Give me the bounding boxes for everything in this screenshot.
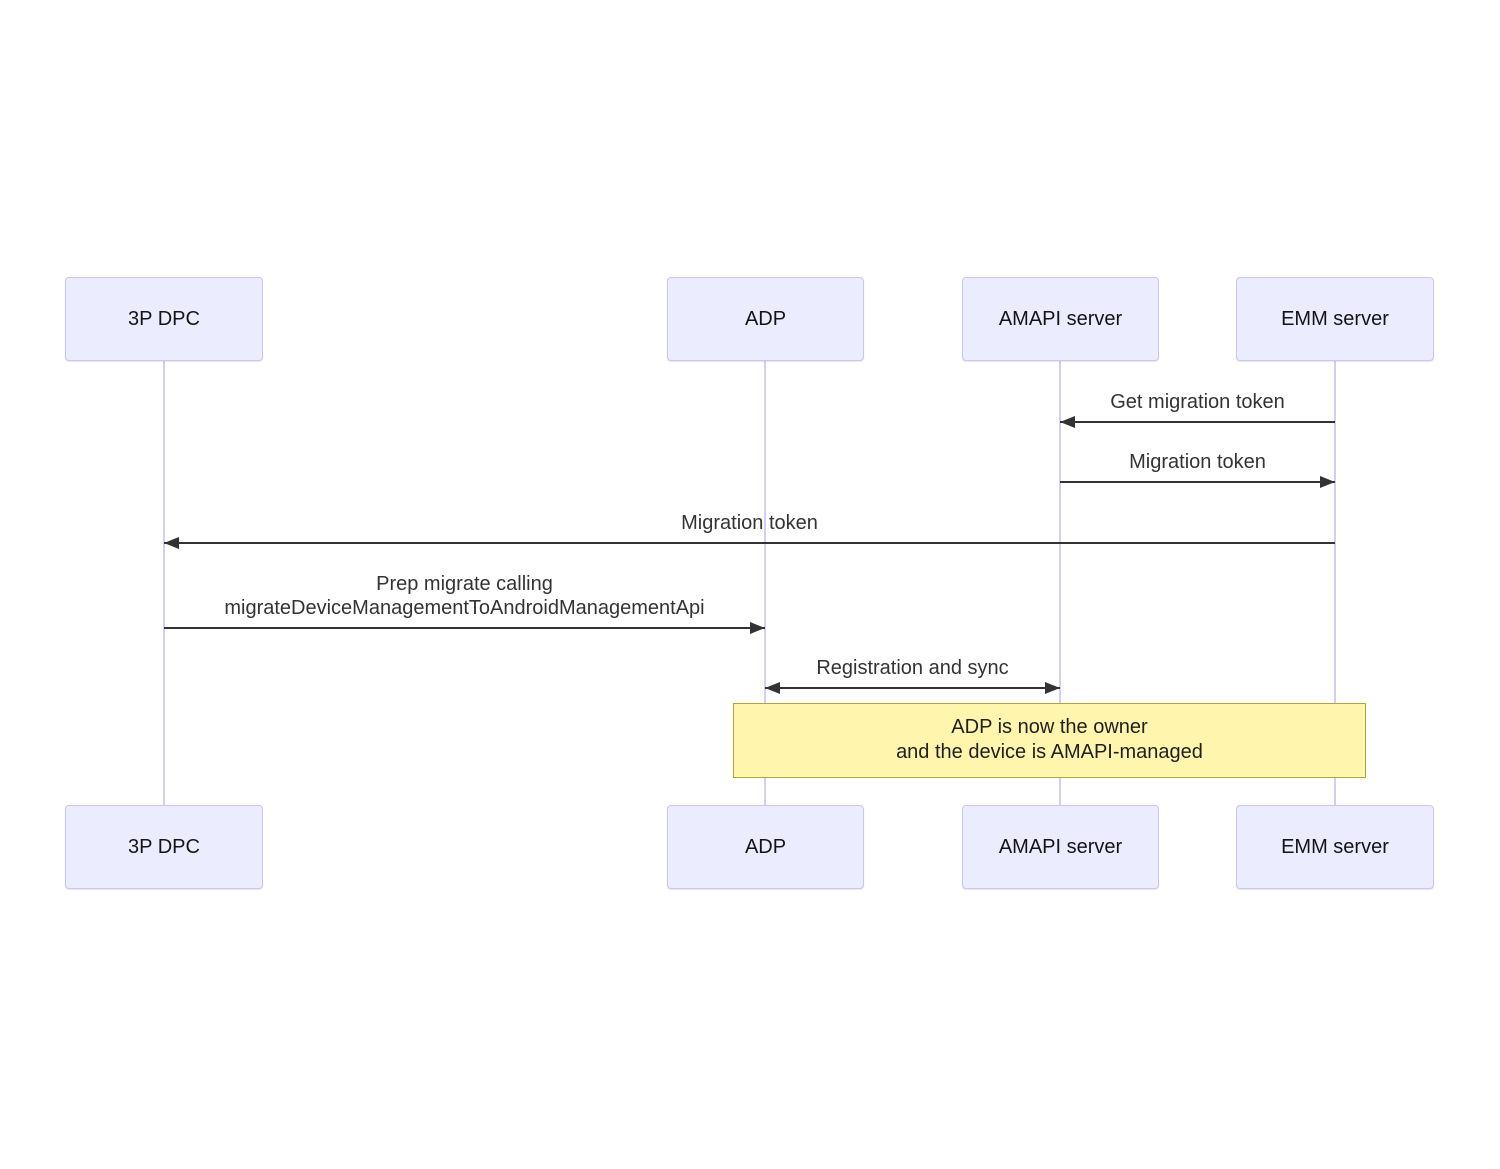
actor-bottom-emm-server: EMM server bbox=[1236, 805, 1434, 889]
arrow-shaft bbox=[1060, 481, 1335, 483]
note-line-2: and the device is AMAPI-managed bbox=[896, 741, 1203, 763]
message-label-registration-and-sync: Registration and sync bbox=[816, 657, 1009, 679]
note-adp-owner: ADP is now the owner and the device is A… bbox=[733, 703, 1366, 778]
message-line-2: migrateDeviceManagementToAndroidManageme… bbox=[224, 597, 705, 619]
actor-bottom-adp: ADP bbox=[667, 805, 864, 889]
arrow-shaft bbox=[164, 627, 765, 629]
arrow-shaft bbox=[765, 687, 1060, 689]
lifeline-adp bbox=[764, 361, 766, 805]
actor-top-emm-server: EMM server bbox=[1236, 277, 1434, 361]
message-label-migration-token-to-dpc: Migration token bbox=[681, 512, 818, 534]
message-line-1: Prep migrate calling bbox=[376, 573, 553, 595]
message-label-prep-migrate: Prep migrate calling migrateDeviceManage… bbox=[164, 572, 765, 620]
actor-bottom-3p-dpc: 3P DPC bbox=[65, 805, 263, 889]
message-arrow-registration-and-sync bbox=[765, 682, 1060, 694]
actor-top-amapi-server: AMAPI server bbox=[962, 277, 1159, 361]
arrow-shaft bbox=[1060, 421, 1335, 423]
actor-top-3p-dpc: 3P DPC bbox=[65, 277, 263, 361]
message-arrow-migration-token-to-dpc bbox=[164, 537, 1335, 549]
lifeline-3p-dpc bbox=[163, 361, 165, 805]
arrowhead-left-icon bbox=[164, 537, 179, 549]
message-arrow-prep-migrate bbox=[164, 622, 765, 634]
arrowhead-right-icon bbox=[1320, 476, 1335, 488]
arrowhead-right-icon bbox=[1045, 682, 1060, 694]
actor-top-adp: ADP bbox=[667, 277, 864, 361]
note-line-1: ADP is now the owner bbox=[951, 716, 1148, 738]
lifeline-emm-server bbox=[1334, 361, 1336, 805]
actor-bottom-amapi-server: AMAPI server bbox=[962, 805, 1159, 889]
message-arrow-migration-token-to-emm bbox=[1060, 476, 1335, 488]
message-arrow-get-migration-token bbox=[1060, 416, 1335, 428]
arrowhead-left-icon bbox=[765, 682, 780, 694]
arrowhead-left-icon bbox=[1060, 416, 1075, 428]
message-label-get-migration-token: Get migration token bbox=[1110, 391, 1285, 413]
message-label-migration-token-to-emm: Migration token bbox=[1129, 451, 1266, 473]
arrowhead-right-icon bbox=[750, 622, 765, 634]
lifeline-amapi-server bbox=[1059, 361, 1061, 805]
arrow-shaft bbox=[164, 542, 1335, 544]
